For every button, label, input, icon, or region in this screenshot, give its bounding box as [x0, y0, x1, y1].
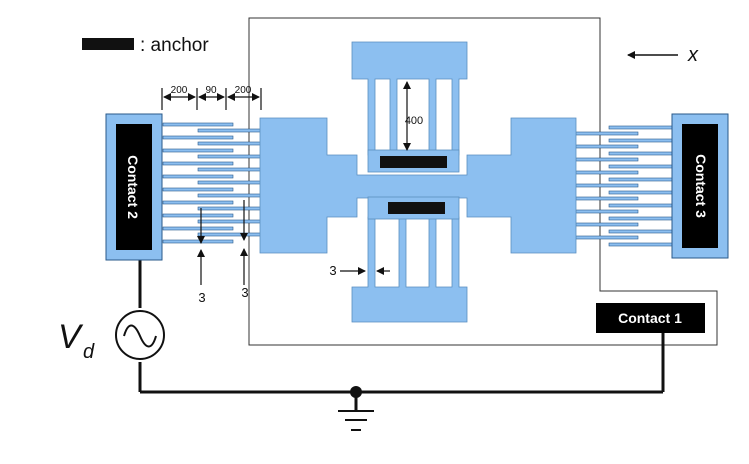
- dim-90-label: 90: [205, 85, 217, 96]
- contact3-inner: [682, 124, 718, 248]
- dim-200-left-label: 200: [171, 85, 188, 96]
- dim-3-right-label: 3: [241, 285, 248, 300]
- dim-3-beam-label: 3: [329, 263, 336, 278]
- contact3-label: Contact 3: [693, 154, 709, 218]
- dim-200-right-label: 200: [235, 85, 252, 96]
- dim-400-label: 400: [405, 115, 423, 127]
- x-axis-label: x: [687, 44, 699, 66]
- right-moving-fingers: [575, 131, 639, 240]
- contact1-label: Contact 1: [618, 310, 682, 326]
- dimension-ticks: [161, 88, 262, 110]
- dim-3-left-label: 3: [198, 290, 205, 305]
- ground-node: [350, 386, 362, 398]
- bottom-anchor-bar: [388, 202, 445, 214]
- contact2-label: Contact 2: [125, 155, 141, 219]
- right-fixed-fingers: [608, 125, 674, 247]
- vd-label-main: V: [58, 318, 84, 356]
- contact2-inner: [116, 124, 152, 250]
- left-moving-fingers: [197, 128, 263, 237]
- shuttle-mass: [259, 117, 577, 254]
- anchor-legend-swatch: [82, 38, 134, 50]
- ground-icon: [338, 410, 374, 431]
- top-anchor-bar: [380, 156, 447, 168]
- sine-wave-icon: [123, 324, 157, 348]
- anchor-legend-label: : anchor: [140, 35, 209, 56]
- wiring: [138, 259, 665, 411]
- contact1-pad: [596, 303, 705, 333]
- vd-label-sub: d: [83, 341, 95, 363]
